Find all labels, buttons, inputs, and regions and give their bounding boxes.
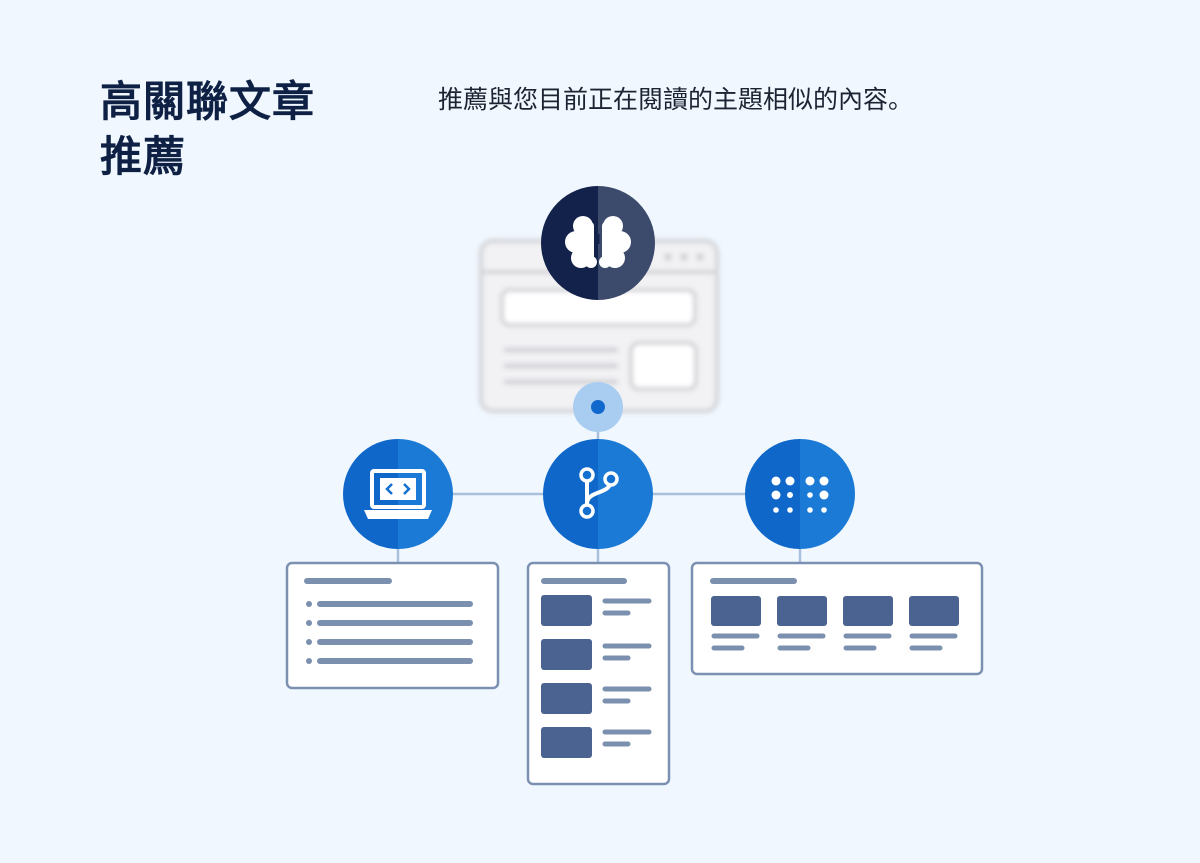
laptop-code-node[interactable] (342, 438, 454, 550)
title-line-2: 推薦 (100, 132, 187, 181)
list-item (541, 639, 652, 670)
grid-item (777, 596, 827, 651)
dot-grid-icon (771, 476, 829, 513)
title-line-1: 高關聯文章 (100, 77, 316, 126)
grid-item (711, 596, 761, 651)
git-branch-icon (579, 467, 619, 519)
dot-grid-node[interactable] (744, 438, 856, 550)
list-item (306, 639, 473, 645)
laptop-code-icon (364, 469, 432, 519)
page-description: 推薦與您目前正在閱讀的主題相似的內容。 (438, 85, 914, 114)
brain-icon (565, 216, 631, 268)
connection-node (573, 382, 623, 432)
grid-item (843, 596, 893, 651)
page-title: 高關聯文章 推薦 (100, 74, 315, 184)
git-branch-node[interactable] (542, 438, 654, 550)
thumbnail-grid-card[interactable] (690, 561, 984, 676)
list-item (541, 595, 652, 626)
list-item (541, 683, 652, 714)
list-item (306, 601, 473, 607)
list-item (306, 620, 473, 626)
grid-item (909, 596, 959, 651)
list-item (306, 658, 473, 664)
list-card[interactable] (285, 561, 500, 690)
thumbnail-list-card[interactable] (526, 561, 671, 786)
list-item (541, 727, 652, 758)
